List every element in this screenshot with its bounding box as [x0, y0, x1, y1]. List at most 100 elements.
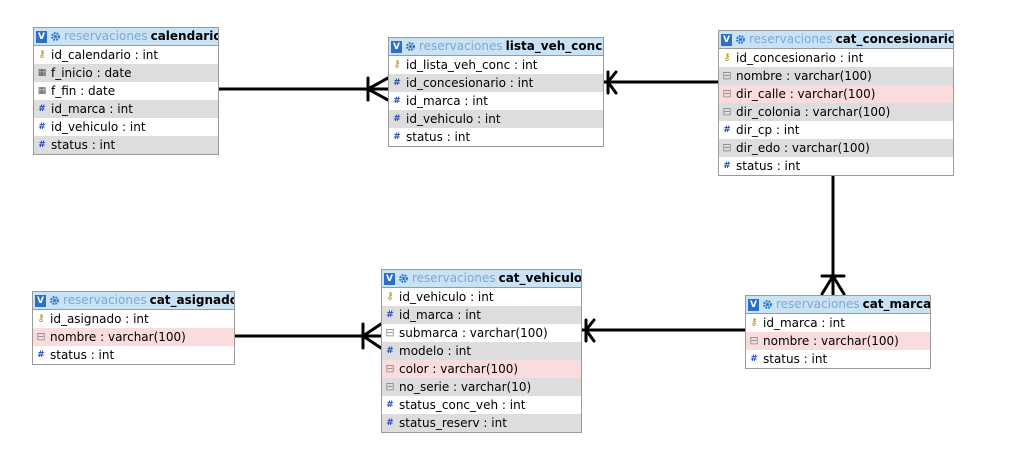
column-row[interactable]: ▦ f_inicio : date — [34, 64, 218, 82]
hash-icon: # — [393, 96, 401, 106]
column-label: f_inicio : date — [51, 66, 132, 80]
text-icon: ⊟ — [749, 334, 759, 347]
column-label: status_reserv : int — [399, 416, 507, 430]
column-row[interactable]: # status_reserv : int — [382, 414, 581, 432]
column-label: status : int — [51, 138, 116, 152]
table-name: cat_vehiculo — [498, 271, 581, 285]
column-row[interactable]: #status : int — [33, 346, 234, 364]
column-row[interactable]: #status : int — [719, 157, 953, 175]
column-label: id_lista_veh_conc : int — [406, 58, 538, 72]
column-row[interactable]: ⊟no_serie : varchar(10) — [382, 378, 581, 396]
column-row[interactable]: ⊟nombre : varchar(100) — [746, 332, 930, 350]
column-label: nombre : varchar(100) — [736, 69, 872, 83]
column-row[interactable]: # id_vehiculo : int — [389, 110, 603, 128]
column-row[interactable]: ⊟ nombre : varchar(100) — [719, 67, 953, 85]
column-row[interactable]: #status : int — [746, 350, 930, 368]
gear-icon[interactable] — [762, 299, 773, 310]
relation-cat-asignado-cat-vehiculo — [233, 322, 383, 350]
key-icon: ⚷ — [723, 52, 731, 63]
column-row[interactable]: #id_concesionario : int — [389, 74, 603, 92]
hash-icon: # — [393, 114, 401, 124]
hash-icon: # — [750, 354, 758, 364]
column-row[interactable]: ⚷id_concesionario : int — [719, 49, 953, 67]
column-row[interactable]: ⊟ color : varchar(100) — [382, 360, 581, 378]
column-row[interactable]: ⊟dir_calle : varchar(100) — [719, 85, 953, 103]
column-label: color : varchar(100) — [399, 362, 519, 376]
column-label: dir_edo : varchar(100) — [736, 141, 870, 155]
column-label: id_vehiculo : int — [399, 290, 494, 304]
hash-icon: # — [38, 122, 46, 132]
column-row[interactable]: #status : int — [34, 136, 218, 154]
text-icon: ⊟ — [385, 362, 395, 375]
database-name: reservaciones — [63, 293, 147, 307]
column-row[interactable]: ⊟dir_colonia : varchar(100) — [719, 103, 953, 121]
column-row[interactable]: #id_marca : int — [34, 100, 218, 118]
gear-icon[interactable] — [735, 34, 746, 45]
text-icon: ⊟ — [385, 326, 395, 339]
column-row[interactable]: ⚷id_lista_veh_conc : int — [389, 56, 603, 74]
gear-icon[interactable] — [405, 41, 416, 52]
relation-calendario-lista-veh-conc — [217, 76, 390, 102]
relation-cat-vehiculo-cat-marca — [580, 318, 747, 343]
hash-icon: # — [386, 418, 394, 428]
toggle-columns-icon[interactable]: V — [36, 30, 47, 43]
database-name: reservaciones — [776, 297, 860, 311]
key-icon: ⚷ — [386, 291, 394, 302]
hash-icon: # — [386, 310, 394, 320]
toggle-columns-icon[interactable]: V — [391, 40, 402, 53]
column-row[interactable]: ⚷ id_calendario : int — [34, 46, 218, 64]
text-icon: ⊟ — [722, 69, 732, 82]
column-row[interactable]: # id_marca : int — [382, 306, 581, 324]
column-row[interactable]: #id_vehiculo : int — [34, 118, 218, 136]
column-row[interactable]: #dir_cp : int — [719, 121, 953, 139]
key-icon: ⚷ — [37, 313, 45, 324]
column-label: id_marca : int — [399, 308, 481, 322]
column-row[interactable]: #status : int — [389, 128, 603, 146]
hash-icon: # — [37, 350, 45, 360]
column-row[interactable]: #modelo : int — [382, 342, 581, 360]
gear-icon[interactable] — [50, 31, 61, 42]
column-label: id_vehiculo : int — [406, 112, 501, 126]
column-row[interactable]: #status_conc_veh : int — [382, 396, 581, 414]
column-row[interactable]: ⊟nombre : varchar(100) — [33, 328, 234, 346]
column-row[interactable]: ⚷ id_vehiculo : int — [382, 288, 581, 306]
column-row[interactable]: ▦f_fin : date — [34, 82, 218, 100]
gear-icon[interactable] — [398, 273, 409, 284]
date-icon: ▦ — [37, 86, 47, 96]
database-name: reservaciones — [749, 32, 833, 46]
hash-icon: # — [393, 132, 401, 142]
column-label: id_calendario : int — [51, 48, 159, 62]
key-icon: ⚷ — [38, 49, 46, 60]
toggle-columns-icon[interactable]: V — [35, 294, 46, 307]
column-row[interactable]: ⊟dir_edo : varchar(100) — [719, 139, 953, 157]
column-row[interactable]: ⊟submarca : varchar(100) — [382, 324, 581, 342]
toggle-columns-icon[interactable]: V — [721, 33, 732, 46]
gear-icon[interactable] — [49, 295, 60, 306]
table-name: cat_concesionario — [835, 32, 953, 46]
column-row[interactable]: ⚷id_marca : int — [746, 314, 930, 332]
toggle-columns-icon[interactable]: V — [384, 272, 395, 285]
text-icon: ⊟ — [722, 87, 732, 100]
column-row[interactable]: ⚷ id_asignado : int — [33, 310, 234, 328]
column-label: id_asignado : int — [50, 312, 149, 326]
column-row[interactable]: #id_marca : int — [389, 92, 603, 110]
column-label: id_marca : int — [763, 316, 845, 330]
column-label: no_serie : varchar(10) — [399, 380, 532, 394]
table-name: calendario — [150, 29, 218, 43]
toggle-columns-icon[interactable]: V — [748, 298, 759, 311]
relation-cat-concesionario-cat-marca — [820, 170, 846, 296]
database-name: reservaciones — [419, 39, 503, 53]
date-icon: ▦ — [37, 68, 47, 78]
